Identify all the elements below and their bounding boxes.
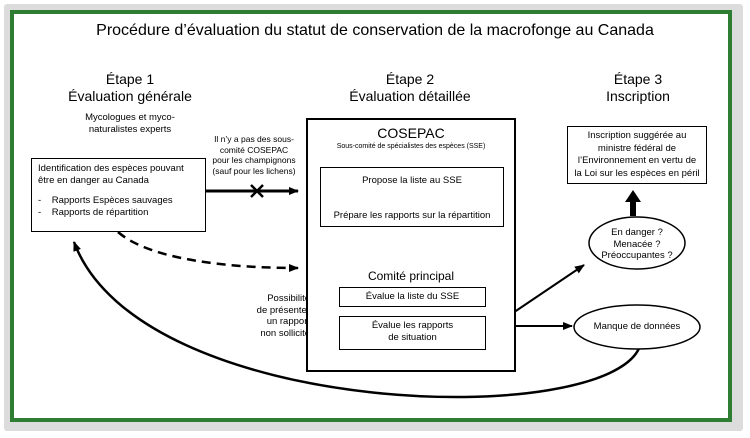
inscription-line2: ministre fédéral de — [597, 142, 677, 154]
up-arrow — [625, 190, 641, 216]
step2-heading-line2: Évaluation détaillée — [349, 88, 471, 104]
status-line3: Préoccupantes ? — [601, 250, 673, 261]
status-line1: En danger ? — [611, 227, 663, 238]
blocked-x-icon — [250, 184, 264, 198]
inscription-line1: Inscription suggérée au — [587, 130, 687, 141]
evalue-liste-box — [339, 287, 486, 307]
evalue-rapports-line2: de situation — [388, 332, 437, 343]
step3-heading-line2: Inscription — [606, 88, 670, 104]
status-ellipse — [588, 216, 686, 270]
diagram-title: Procédure d’évaluation du statut de cons… — [96, 22, 654, 39]
step2-heading-line1: Étape 2 — [385, 71, 435, 87]
bullet-especes: - Rapports Espèces sauvages — [38, 195, 173, 206]
step2-heading: Étape 2 Évaluation détaillée — [320, 71, 500, 105]
no-committee-line3: pour les champignons — [212, 155, 296, 165]
inscription-line4: la Loi sur les espèces en péril — [574, 167, 700, 179]
manque-ellipse — [573, 304, 701, 350]
experts-line1: Mycologues et myco- — [85, 112, 175, 123]
experts-label: Mycologues et myco- naturalistes experts — [60, 112, 200, 136]
feedback-arrow — [72, 241, 642, 399]
prepare-label: Prépare les rapports sur la répartition — [333, 210, 491, 221]
sse-box — [320, 167, 504, 227]
step3-heading: Étape 3 Inscription — [578, 71, 698, 105]
step3-heading-line1: Étape 3 — [613, 71, 663, 87]
bullet-repartition: - Rapports de répartition — [38, 207, 149, 218]
no-committee-note: Il n’y a pas des sous- comité COSEPAC po… — [202, 134, 306, 176]
cosepac-title: COSEPAC — [377, 125, 445, 141]
manque-label: Manque de données — [593, 321, 681, 332]
step1-heading-line1: Étape 1 — [105, 71, 155, 87]
step1-heading-line2: Évaluation générale — [68, 88, 192, 104]
evalue-liste-label: Évalue la liste du SSE — [365, 291, 460, 302]
cosepac-subtitle: Sous-comité de spécialistes des espèces … — [336, 143, 486, 150]
experts-line2: naturalistes experts — [88, 124, 172, 135]
evalue-rapports-box — [339, 316, 486, 350]
inscription-box: Inscription suggérée au ministre fédéral… — [567, 126, 707, 184]
possibilite-line2: de présenter — [256, 304, 310, 316]
no-committee-line4: (sauf pour les lichens) — [212, 165, 296, 176]
status-label: En danger ? Menacée ? Préoccupantes ? — [589, 227, 685, 262]
propose-label: Propose la liste au SSE — [362, 175, 462, 186]
status-line2: Menacée ? — [613, 238, 661, 250]
possibilite-note: Possibilité de présenter un rapport non … — [232, 293, 310, 339]
comite-principal-label: Comité principal — [367, 269, 455, 283]
identification-line1: Identification des espèces pouvant — [38, 163, 184, 174]
unsolicited-report-arrow — [117, 231, 299, 272]
inscription-line3: l’Environnement en vertu de — [577, 155, 697, 166]
possibilite-line4: non sollicité — [260, 327, 310, 339]
identification-box: Identification des espèces pouvant être … — [31, 158, 206, 232]
possibilite-line1: Possibilité — [267, 293, 310, 304]
evalue-rapports-line1: Évalue les rapports — [371, 320, 454, 331]
identification-line2: être en danger au Canada — [38, 175, 149, 186]
possibilite-line3: un rapport — [266, 316, 310, 327]
no-committee-line1: Il n’y a pas des sous- — [214, 134, 294, 144]
no-committee-line2: comité COSEPAC — [219, 144, 289, 155]
evalue-rapports-label: Évalue les rapports de situation — [339, 320, 486, 344]
step1-heading: Étape 1 Évaluation générale — [40, 71, 220, 105]
